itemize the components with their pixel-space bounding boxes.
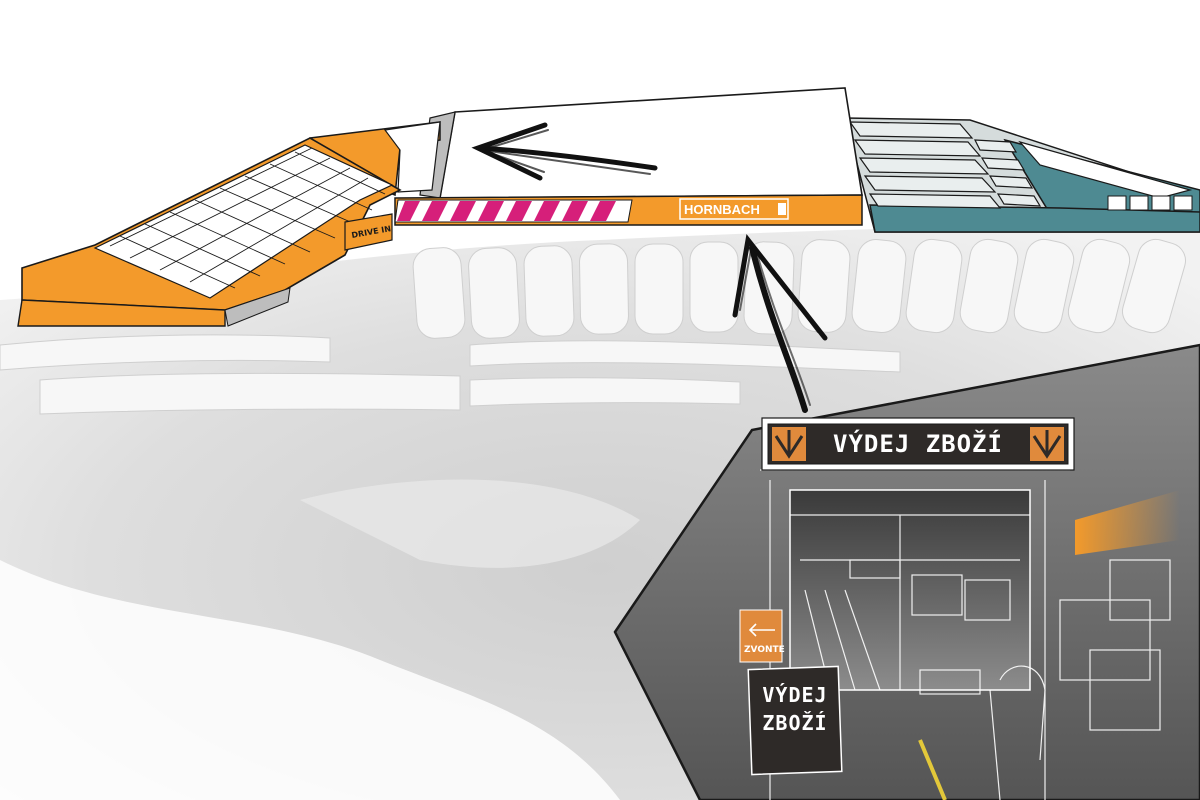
entrance-sign-text: VÝDEJ ZBOŽÍ <box>833 428 1003 458</box>
pickup-board-line1: VÝDEJ <box>762 683 827 707</box>
builders-wing: DRIVE IN <box>17 121 441 327</box>
store-logo-text: HORNBACH <box>684 202 760 217</box>
entrance-sign: VÝDEJ ZBOŽÍ <box>761 417 1075 471</box>
arrow-down-icon <box>1030 427 1064 461</box>
pickup-board: VÝDEJ ZBOŽÍ <box>747 665 843 776</box>
hornbach-logo: HORNBACH <box>679 198 789 220</box>
pickup-direction-arrow-icon <box>732 234 828 413</box>
arrow-down-icon <box>772 427 806 461</box>
roof-grid <box>109 147 386 289</box>
arrow-left-icon <box>748 623 775 637</box>
store-front: HORNBACH <box>394 194 863 226</box>
garden-centre <box>844 117 1200 233</box>
pickup-board-line2: ZBOŽÍ <box>762 711 827 735</box>
drive-in-entrance: DRIVE IN <box>344 213 393 251</box>
pickup-entrance-inset: VÝDEJ ZBOŽÍ ZVONTE VÝDEJ ZBOŽÍ <box>613 343 1200 800</box>
bell-sign-text: ZVONTE <box>744 645 785 655</box>
hand-drawn-arrow-icon <box>471 122 658 181</box>
bell-sign: ZVONTE <box>739 609 785 663</box>
